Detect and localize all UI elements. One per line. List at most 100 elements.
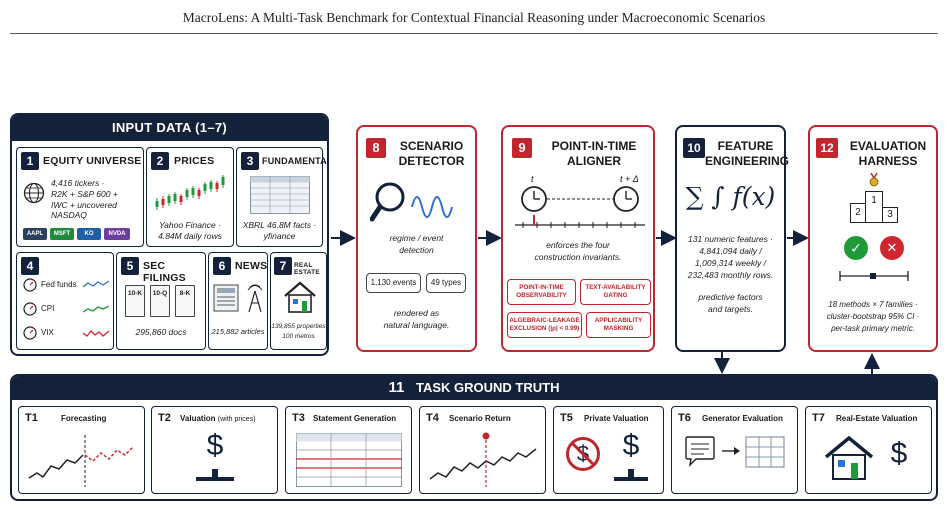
equity-universe-card: 1 EQUITY UNIVERSE 4,416 tickers · R2K + … [16,147,144,247]
task-t6-generator-evaluation: T6 Generator Evaluation [671,406,798,494]
input-data-panel: INPUT DATA (1–7) 1 EQUITY UNIVERSE 4,416… [10,113,329,356]
task-ground-truth-panel: 11 TASK GROUND TRUTH T1 Forecasting T2 V… [10,374,938,501]
fundamentals-title: FUNDAMENTALS [262,156,327,166]
page-title: MacroLens: A Multi-Task Benchmark for Co… [182,10,766,25]
badge-2: 2 [151,152,169,170]
ground-truth-title: TASK GROUND TRUTH [416,380,560,395]
aligner-desc-1: enforces the four [546,240,610,250]
task-t7-real-estate-valuation: T7 Real-Estate Valuation $ [805,406,932,494]
badge-12: 12 [816,138,838,158]
input-data-title: INPUT DATA (1–7) [12,115,327,141]
doc-10k: 10-K [125,285,145,317]
aligner-card: 9 POINT-IN-TIME ALIGNER t t + Δ enforces… [501,125,655,352]
fundamentals-card: 3 FUNDAMENTALS XBRL 46.8M facts · yfinan… [236,147,327,247]
evaluation-desc-2: cluster-bootstrap 95% CI · [826,312,920,321]
gauge-icon [23,326,37,340]
real-estate-line1: 139,855 properties · [271,323,326,337]
doc-8k: 8-K [175,285,195,317]
scenario-desc-2: detection [399,245,434,255]
macro-label-fed: Fed funds [41,280,77,289]
real-estate-line2: 100 metros [282,333,315,340]
ticker-aapl: AAPL [23,228,47,240]
chat-to-table-icon [685,436,785,468]
badge-6: 6 [213,257,231,275]
prices-line1: Yahoo Finance · [159,220,221,230]
task-t1-forecasting: T1 Forecasting [18,406,145,494]
globe-icon [23,182,45,204]
scenario-types-pill: 49 types [426,273,466,293]
badge-3: 3 [241,152,259,170]
badge-8: 8 [366,138,386,158]
ticker-ko: KO [77,228,101,240]
scale-base-icon [614,469,648,481]
badge-4: 4 [21,257,39,275]
statement-table-icon [296,433,402,487]
spreadsheet-icon [250,176,310,214]
macro-label-vix: VIX [41,328,54,337]
real-estate-title: REAL ESTATE [294,262,320,276]
evaluation-desc-1: 18 methods × 7 families · [828,300,918,309]
candlestick-icon [155,175,225,210]
scenario-title-1: SCENARIO [399,139,464,153]
prices-title: PRICES [174,155,215,167]
task-t2-valuation: T2 Valuation (with prices) $ [151,406,278,494]
dollar-icon: $ [206,429,224,462]
house-icon [284,281,316,313]
equity-line3: IWC + uncovered NASDAQ [51,200,117,220]
prices-card: 2 PRICES Yahoo Finance · 4.84M daily row… [146,147,234,247]
evaluation-title-2: HARNESS [858,154,918,168]
task-t3-statement-generation: T3 Statement Generation [285,406,412,494]
ground-truth-title-bar: 11 TASK GROUND TRUTH [12,376,936,400]
feature-engineering-card: 10 FEATURE ENGINEERING ∑ ∫ f(x) 131 nume… [675,125,789,352]
doc-10q: 10-Q [150,285,170,317]
interval-icon [839,271,909,281]
feature-desc-2: 4,841,094 daily / [699,246,762,256]
cpi-sparkline [83,305,109,313]
evaluation-harness-card: 12 EVALUATION HARNESS 2 1 3 ✓ ✕ 18 metho… [808,125,938,352]
vix-sparkline [83,330,109,337]
macro-card: 4 Fed funds CPI VIX [16,252,114,350]
cross-icon: ✕ [880,236,904,260]
time-t-label: t [531,174,534,184]
aligner-desc-2: construction invariants. [534,252,622,262]
formula-sigma-integral: ∑ ∫ f(x) [685,182,776,211]
aligner-title-2: ALIGNER [567,154,621,168]
evaluation-title-1: EVALUATION [849,139,927,153]
newspaper-icon [213,284,239,312]
feature-desc-4: 232,483 monthly rows. [687,270,774,280]
news-title: NEWS [235,260,268,272]
time-tdelta-label: t + Δ [620,174,639,184]
dollar-icon: $ [890,437,908,470]
feature-foot-1: predictive factors [698,292,763,302]
scenario-detector-card: 8 SCENARIO DETECTOR regime / event detec… [356,125,477,352]
header-rule [10,33,938,34]
ticker-nvda: NVDA [104,228,130,240]
feature-foot-2: and targets. [708,304,753,314]
check-icon: ✓ [844,236,868,260]
magnifier-icon [370,182,453,222]
badge-10: 10 [683,138,705,158]
badge-9: 9 [512,138,532,158]
prices-line2: 4.84M daily rows [158,231,222,241]
house-icon [824,435,874,480]
sec-filings-title: SEC FILINGS [143,260,186,284]
real-estate-card: 7 REAL ESTATE 139,855 properties · 100 m… [270,252,327,350]
antenna-icon [247,284,263,313]
badge-1: 1 [21,152,39,170]
task-t5-private-valuation: T5 Private Valuation $ $ [553,406,664,494]
fundamentals-line1: XBRL 46.8M facts · [242,220,317,230]
sec-filings-card: 5 SEC FILINGS 10-K 10-Q 8-K 295,860 docs [116,252,206,350]
gauge-icon [23,302,37,316]
badge-7: 7 [274,257,292,275]
scale-base-icon [196,469,234,481]
ticker-msft: MSFT [50,228,74,240]
feature-desc-3: 1,009,314 weekly / [695,258,766,268]
equity-universe-title: EQUITY UNIVERSE [43,155,142,167]
scenario-events-pill: 1,130 events [366,273,421,293]
clock-timeline-icon [515,186,645,228]
scenario-foot-1: rendered as [393,308,440,318]
badge-5: 5 [121,257,139,275]
